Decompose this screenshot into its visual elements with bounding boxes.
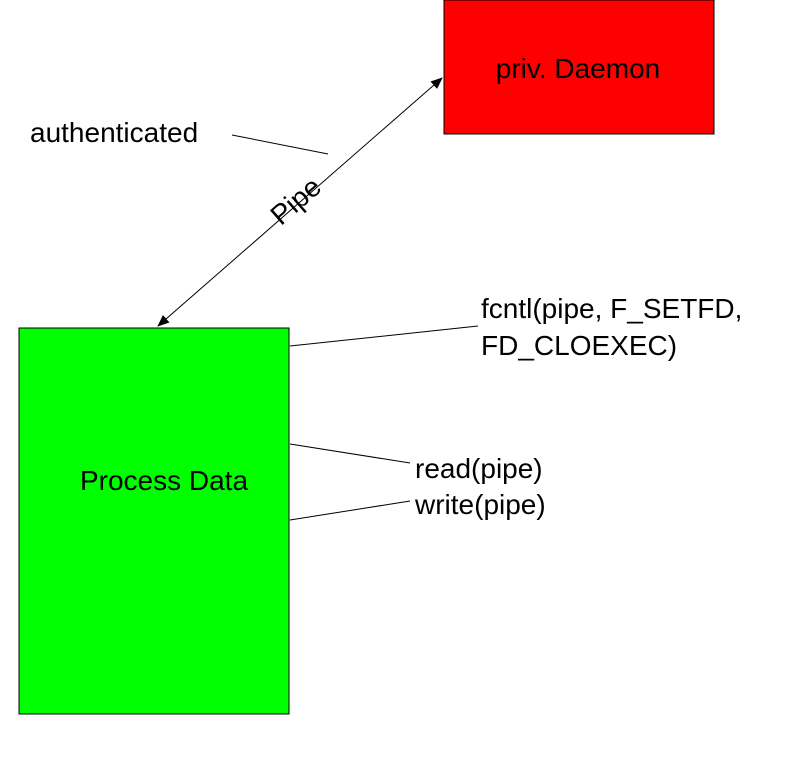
write-leader-line xyxy=(289,500,411,521)
write-label: write(pipe) xyxy=(414,489,546,520)
daemon-box xyxy=(443,0,715,135)
process-node: Process Data xyxy=(18,327,290,715)
authenticated-leader-line xyxy=(231,134,329,155)
fcntl-leader-line xyxy=(289,325,479,347)
pipe-arrow xyxy=(157,77,443,327)
authenticated-label: authenticated xyxy=(30,117,198,148)
read-label: read(pipe) xyxy=(415,453,543,484)
read-leader-line xyxy=(289,443,411,464)
fcntl-label-line2: FD_CLOEXEC) xyxy=(481,330,677,361)
process-box xyxy=(18,327,290,715)
process-label: Process Data xyxy=(80,465,248,496)
daemon-node: priv. Daemon xyxy=(443,0,715,135)
pipe-label: Pipe xyxy=(264,171,327,231)
daemon-label: priv. Daemon xyxy=(496,53,660,84)
fcntl-label-line1: fcntl(pipe, F_SETFD, xyxy=(481,293,742,324)
